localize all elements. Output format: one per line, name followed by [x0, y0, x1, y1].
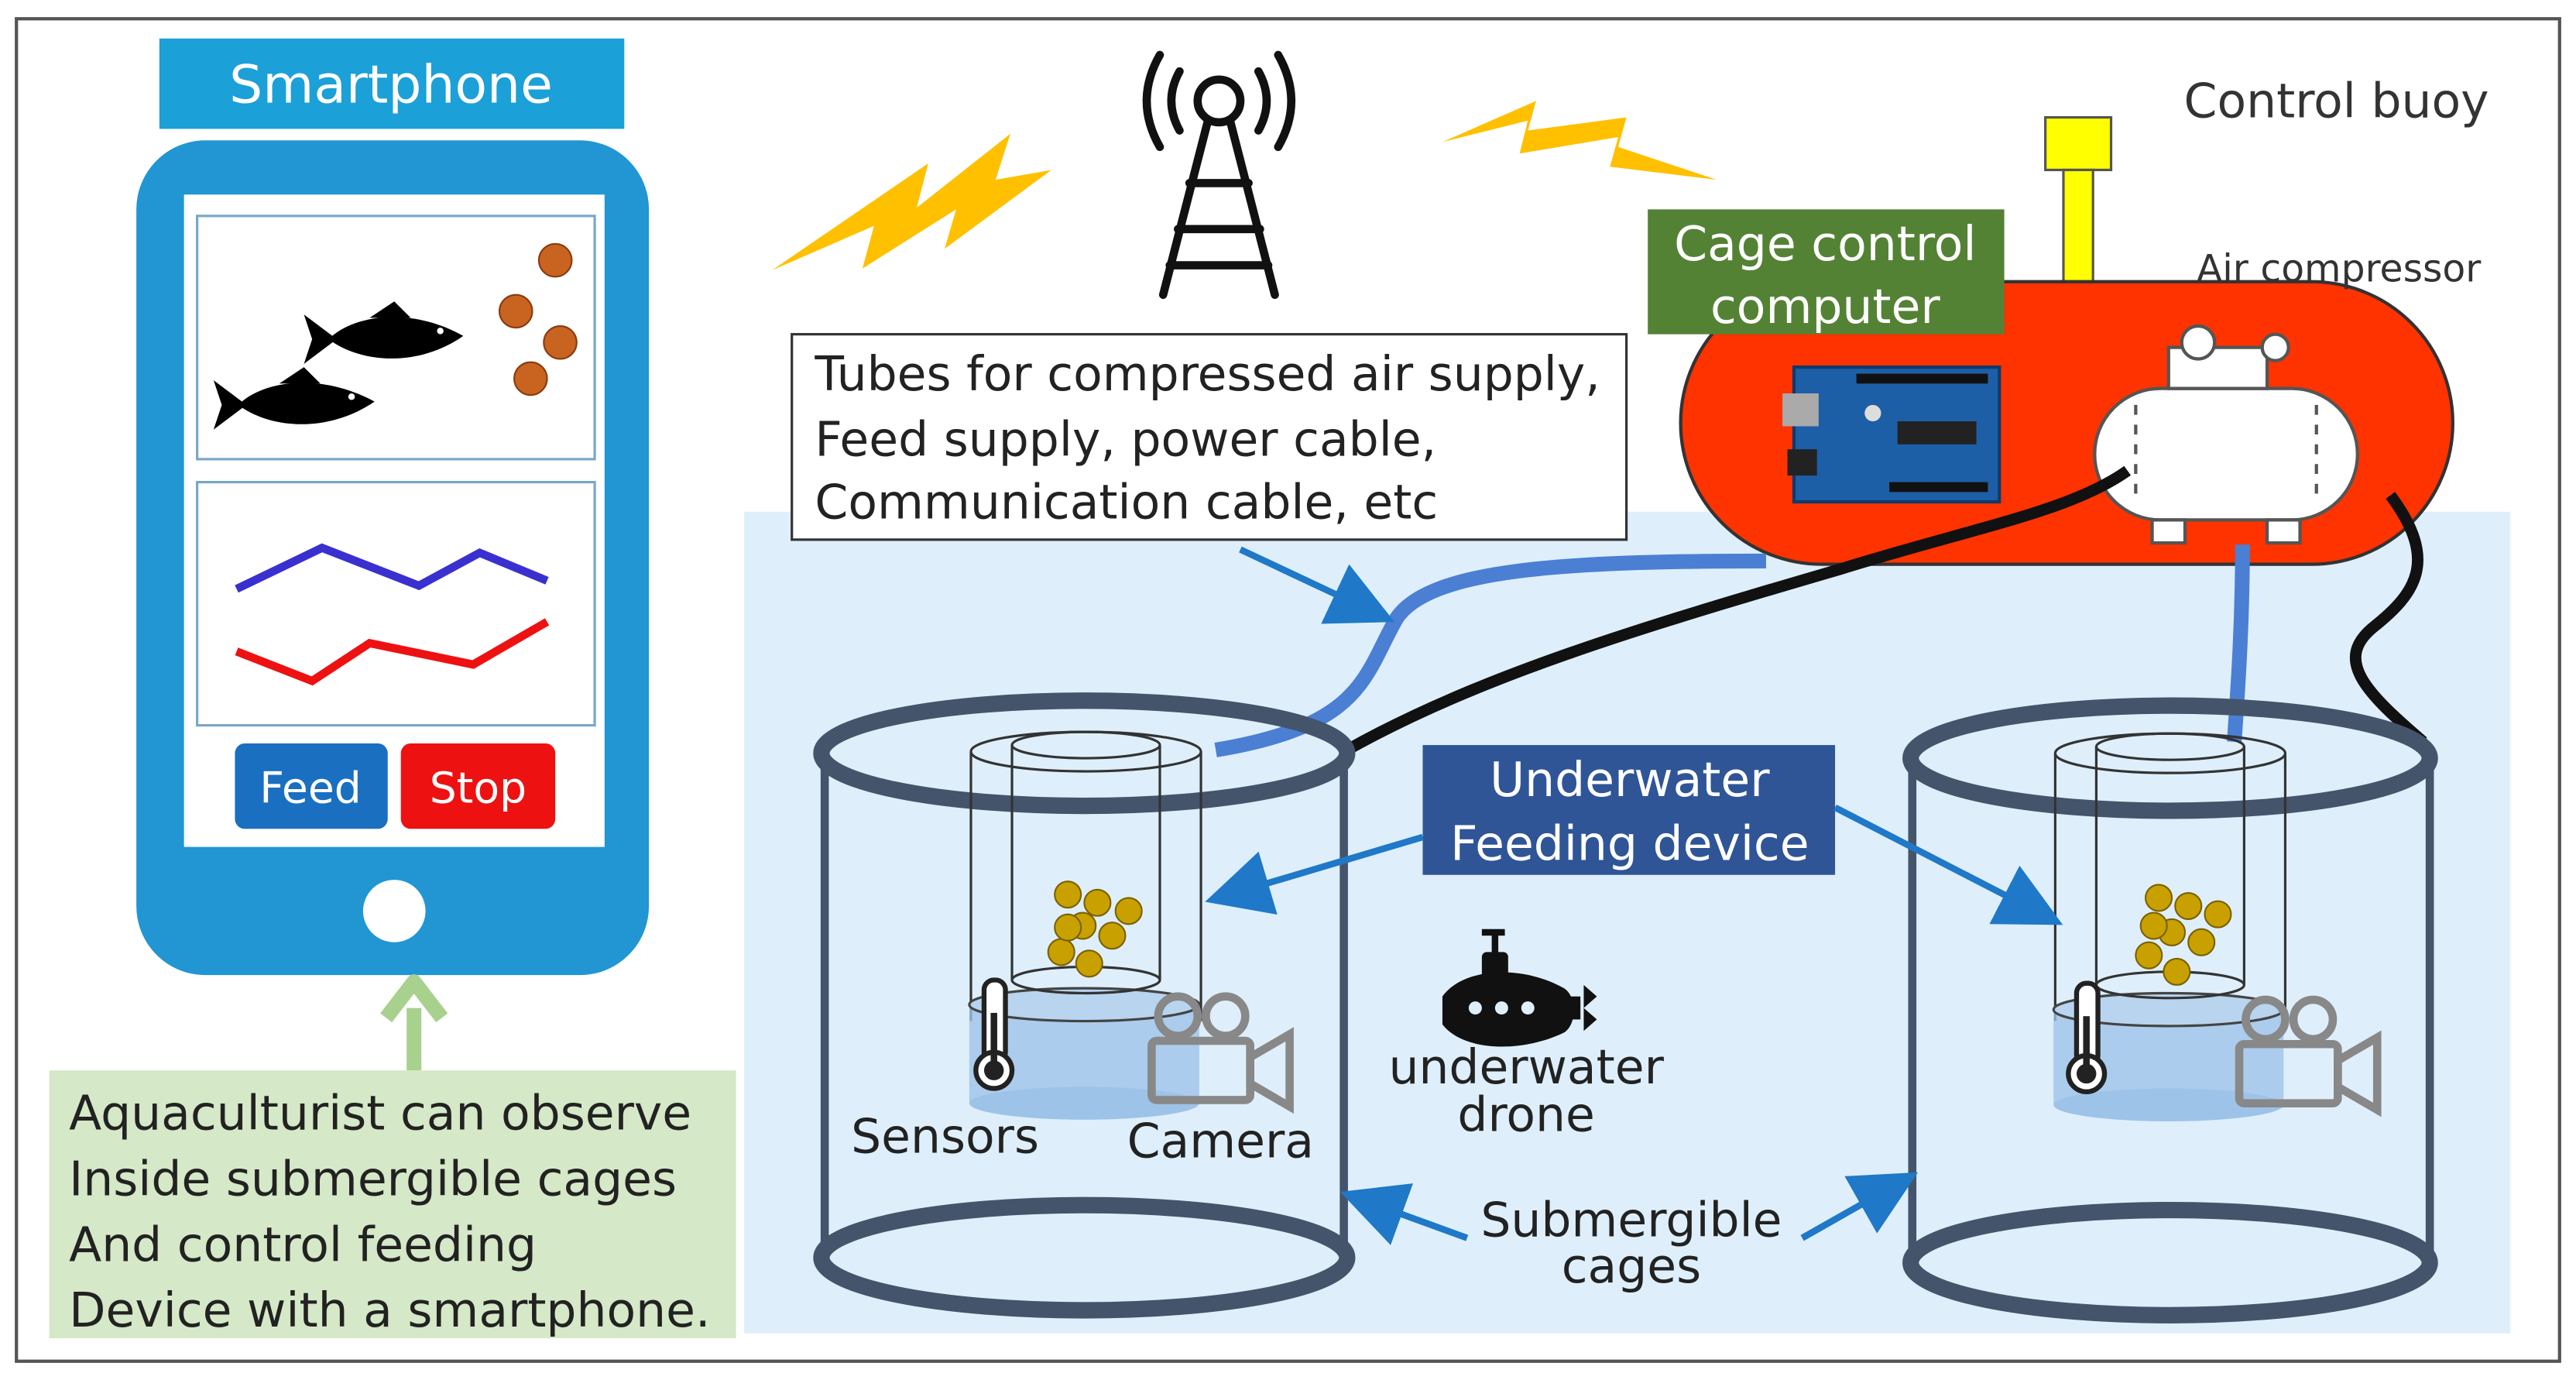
sensors-label: Sensors	[851, 1108, 1039, 1164]
camera-label: Camera	[1127, 1114, 1314, 1169]
cages-label-2: cages	[1562, 1238, 1701, 1294]
note-line-1: Aquaculturist can observe	[69, 1086, 691, 1141]
thermometer-icon	[2066, 980, 2108, 1094]
buoy-mast	[2062, 168, 2094, 300]
smartphone: Smartphone Feed	[136, 38, 650, 976]
cages-arrow-right	[1800, 1172, 1919, 1241]
tubes-arrow	[1239, 546, 1395, 624]
buoy-mast-top	[2044, 115, 2113, 172]
sensor-chart-panel	[196, 480, 596, 727]
feed-pellets-icon	[1047, 881, 1143, 978]
tubes-line-2: Feed supply, power cable,	[815, 412, 1436, 468]
thermometer-icon	[973, 977, 1015, 1091]
stop-button[interactable]: Stop	[400, 743, 556, 829]
power-cable-left	[1344, 465, 2132, 755]
drone-label-2: drone	[1457, 1087, 1594, 1143]
note-line-4: Device with a smartphone.	[69, 1282, 710, 1338]
video-camera-icon	[2235, 995, 2382, 1117]
note-box	[49, 1070, 736, 1339]
chart-line-red	[235, 618, 550, 686]
arduino-board-icon	[1782, 365, 2001, 504]
air-tube-right	[2227, 544, 2250, 743]
feeding-arrow-right	[1833, 804, 2063, 925]
air-compressor-label: Air compressor	[2197, 247, 2482, 291]
chart-line-blue	[235, 543, 549, 593]
air-tube-left	[1214, 553, 1766, 757]
air-compressor-icon	[2093, 324, 2359, 545]
tubes-line-1: Tubes for compressed air supply,	[814, 346, 1600, 402]
note-line-3: And control feeding	[69, 1217, 537, 1272]
cage-control-computer-label-1: Cage control	[1674, 216, 1976, 272]
drone-label-1: underwater	[1388, 1039, 1664, 1095]
underwater-drone-icon	[1442, 929, 1597, 1047]
feed-button[interactable]: Feed	[235, 743, 388, 829]
submergible-cage-left	[813, 692, 1356, 1319]
tubes-description-box	[791, 333, 1628, 541]
lightning-bolt-icon	[1442, 101, 1717, 180]
smartphone-label: Smartphone	[229, 54, 553, 115]
fish-icon	[304, 301, 464, 364]
fish-icon	[213, 367, 375, 430]
note-line-2: Inside submergible cages	[69, 1151, 677, 1207]
smartphone-header	[159, 38, 625, 129]
feeding-device-label-1: Underwater	[1490, 752, 1770, 808]
cages-arrow-left	[1339, 1183, 1469, 1245]
cages-label-1: Submergible	[1480, 1193, 1782, 1248]
lightning-bolt-icon	[772, 133, 1051, 270]
cage-control-computer-label-box	[1648, 209, 2005, 335]
feed-button-label: Feed	[259, 764, 362, 813]
video-camera-icon	[1147, 992, 1294, 1114]
tubes-line-3: Communication cable, etc	[815, 474, 1438, 530]
note-to-phone-arrow	[380, 974, 448, 1071]
feeding-device-left	[969, 730, 1202, 1021]
feeding-device-label-box	[1422, 745, 1836, 875]
feed-pellets-icon	[2135, 884, 2232, 986]
cage-control-computer-label-2: computer	[1710, 279, 1940, 335]
submergible-cage-right	[1902, 697, 2438, 1323]
feeding-arrow-left	[1205, 833, 1424, 915]
feeding-device-label-2: Feeding device	[1450, 816, 1809, 872]
home-button[interactable]	[362, 880, 426, 942]
stop-button-label: Stop	[430, 764, 527, 813]
feed-pellets-icon	[498, 242, 578, 396]
antenna-tower-icon	[1142, 50, 1296, 300]
control-buoy-title: Control buoy	[2184, 74, 2489, 129]
power-cable-right	[2349, 492, 2427, 747]
